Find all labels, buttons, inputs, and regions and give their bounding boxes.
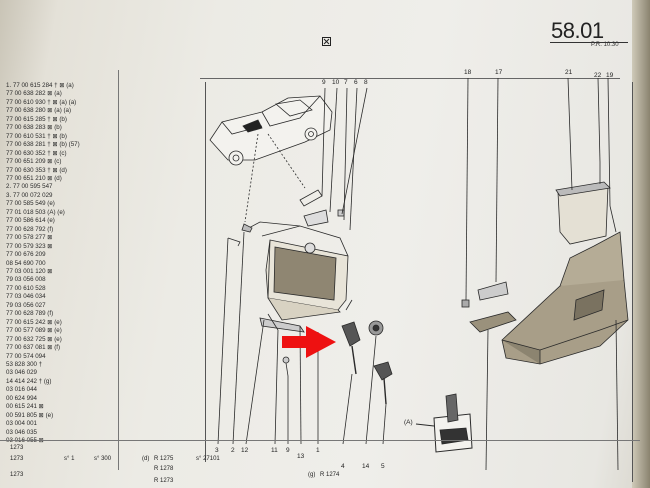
- parts-list-row: 77 00 638 280 ⊠ (a) (a): [6, 107, 72, 115]
- parts-list-row: 03 016 044: [6, 386, 37, 394]
- callout-number: 9: [286, 447, 290, 454]
- callout-number: 11: [271, 447, 278, 454]
- parts-list-row: 77 00 632 725 ⊠ (e): [6, 335, 62, 343]
- parts-list-row: 77 00 630 353 † ⊠ (d): [6, 166, 67, 174]
- list-divider: [118, 70, 119, 470]
- callout-number: 12: [241, 447, 249, 454]
- callout-number: 21: [565, 69, 573, 76]
- parts-list-row: 77 03 001 120 ⊠: [6, 267, 53, 275]
- bottom-ref: R 1273: [154, 478, 174, 484]
- bottom-ref: 1273: [10, 456, 24, 462]
- parts-list-row: 77 00 628 789 (f): [6, 310, 54, 318]
- parts-list-row: 77 00 579 323 ⊠: [6, 242, 53, 250]
- parts-list-row: 77 00 577 089 ⊠ (e): [6, 327, 62, 335]
- parts-list-row: 77 00 638 281 † ⊠ (b) (57): [6, 141, 80, 149]
- frame-top: [200, 78, 620, 79]
- page-number: 58.01: [551, 18, 604, 43]
- callout-number: 18: [464, 69, 472, 76]
- parts-list-row: 53 828 300 †: [6, 360, 43, 368]
- callout-number: 5: [381, 463, 385, 470]
- parts-list-row: 77 00 574 094: [6, 352, 46, 360]
- bottom-ref: s° 27101: [196, 456, 220, 462]
- page-subtitle: P.R. 10.30: [591, 42, 619, 48]
- callout-number: 9: [322, 79, 326, 86]
- red-arrow-pointer: [282, 326, 336, 358]
- parts-list-row: 77 01 018 503 (A) (e): [6, 208, 65, 216]
- frame-left: [205, 82, 206, 462]
- parts-list-row: 77 00 585 549 (e): [6, 200, 55, 208]
- bottom-ref: R 1274: [320, 472, 340, 478]
- parts-list-row: 00 615 241 ⊠: [6, 403, 44, 411]
- parts-list-row: 77 00 586 614 (e): [6, 217, 55, 225]
- parts-list-row: 77 00 638 283 ⊠ (b): [6, 124, 62, 132]
- callout-number: 7: [344, 79, 348, 86]
- parts-list-row: 08 54 690 700: [6, 259, 46, 267]
- parts-list-row: 00 591 805 ⊠ (e): [6, 411, 54, 419]
- parts-list-row: 77 00 610 531 † ⊠ (b): [6, 132, 67, 140]
- parts-list-row: 2. 77 00 595 547: [6, 183, 53, 191]
- parts-list-row: 14 414 242 † (g): [6, 377, 52, 385]
- parts-list-row: 77 00 676 209: [6, 251, 46, 259]
- parts-list-row: 79 03 056 008: [6, 276, 46, 284]
- parts-list-row: 77 00 637 081 ⊠ (f): [6, 344, 61, 352]
- parts-list-row: 77 00 628 792 (f): [6, 225, 54, 233]
- square-symbol-icon: [322, 37, 331, 46]
- key-detail-illustration: [415, 393, 473, 453]
- page-edge: [632, 0, 650, 488]
- parts-list-row: 77 00 578 277 ⊠: [6, 234, 53, 242]
- parts-list-row: 77 00 651 210 ⊠ (d): [6, 174, 62, 182]
- bottom-ref: R 1278: [154, 466, 174, 472]
- bottom-ref: 1273: [10, 445, 24, 451]
- car-illustration: [209, 95, 333, 166]
- callout-number: 19: [606, 72, 614, 79]
- callout-number: 2: [231, 447, 235, 454]
- frame-right: [632, 82, 633, 482]
- parts-list-row: 77 00 651 209 ⊠ (c): [6, 158, 62, 166]
- header-underline: [550, 42, 628, 43]
- callout-number: 4: [341, 463, 345, 470]
- parts-list-row: 00 624 994: [6, 394, 37, 402]
- bottom-ref: R 1275: [154, 456, 174, 462]
- callout-number: 14: [362, 463, 370, 470]
- parts-list-row: 03 004 001: [6, 420, 37, 428]
- parts-list-row: 77 00 630 352 † ⊠ (c): [6, 149, 67, 157]
- callout-number: 13: [297, 453, 305, 460]
- center-console-illustration: [461, 162, 629, 365]
- parts-list-row: 77 00 610 930 † ⊠ (a) (a): [6, 98, 77, 106]
- callout-number: (A): [404, 419, 413, 426]
- bottom-ref: 1273: [10, 472, 24, 478]
- parts-list-row: 77 00 615 242 ⊠ (e): [6, 318, 62, 326]
- callout-number: 17: [495, 69, 503, 76]
- parts-list-row: 77 00 638 282 ⊠ (a): [6, 90, 62, 98]
- callout-number: 3: [215, 447, 219, 454]
- callout-number: 22: [594, 72, 602, 79]
- callout-number: 10: [332, 79, 340, 86]
- bottom-ref: s° 300: [94, 456, 112, 462]
- callout-number: 6: [354, 79, 358, 86]
- bottom-ref: (d): [142, 456, 150, 462]
- callout-number: 1: [316, 447, 320, 454]
- parts-list-row: 77 00 610 528: [6, 284, 46, 292]
- bottom-ref: s° 1: [64, 456, 75, 462]
- parts-list-row: 79 03 056 027: [6, 301, 46, 309]
- lock-and-key-illustration: [341, 299, 393, 405]
- parts-list-row: 3. 77 00 072 029: [6, 191, 53, 199]
- parts-list-row: 1. 77 00 615 284 † ⊠ (a): [6, 82, 74, 89]
- parts-list-row: 77 00 615 285 † ⊠ (b): [6, 115, 67, 123]
- parts-list-row: 03 046 035: [6, 428, 37, 436]
- parts-list-row: 03 046 029: [6, 369, 37, 377]
- parts-list-row: 77 03 046 034: [6, 293, 46, 301]
- glovebox-illustration: [244, 221, 349, 321]
- bottom-rule: [0, 440, 640, 441]
- bottom-ref: (g): [308, 472, 316, 478]
- callout-number: 8: [364, 79, 368, 86]
